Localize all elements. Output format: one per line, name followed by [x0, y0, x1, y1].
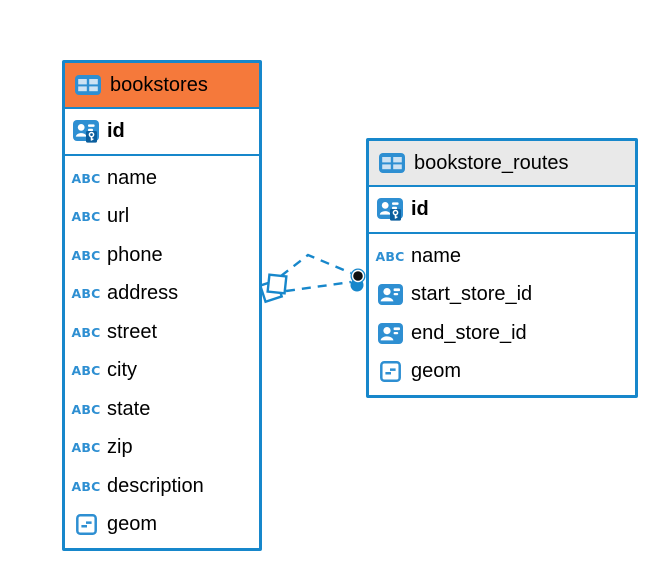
table-title: bookstore_routes [414, 151, 569, 174]
table-bookstores-header[interactable]: bookstores [65, 63, 259, 109]
field-row-end_store_id[interactable]: end_store_id [369, 314, 635, 353]
field-label: street [107, 320, 158, 343]
text-icon: ABC [71, 324, 101, 340]
circles-connector[interactable] [350, 268, 366, 292]
field-row-start_store_id[interactable]: start_store_id [369, 276, 635, 315]
text-icon: ABC [71, 478, 101, 494]
field-row-url[interactable]: ABC url [65, 198, 259, 237]
field-row-city[interactable]: ABC city [65, 352, 259, 391]
text-icon: ABC [375, 248, 405, 264]
text-icon: ABC [71, 440, 101, 456]
field-label: phone [107, 243, 163, 266]
field-label: state [107, 397, 151, 420]
field-label: city [107, 359, 137, 382]
field-label: url [107, 205, 130, 228]
text-icon: ABC [71, 363, 101, 379]
text-icon: ABC [71, 170, 101, 186]
fk-icon [377, 284, 403, 306]
primary-key-label: id [411, 198, 429, 220]
geometry-icon [377, 361, 403, 383]
field-label: description [107, 474, 204, 497]
field-row-zip[interactable]: ABC zip [65, 429, 259, 468]
field-row-description[interactable]: ABC description [65, 467, 259, 506]
field-label: address [107, 282, 179, 305]
field-list: ABC name start_store_id end_store_id geom [369, 234, 635, 395]
field-label: name [411, 244, 462, 267]
text-icon: ABC [71, 286, 101, 302]
field-row-phone[interactable]: ABC phone [65, 236, 259, 275]
table-icon [75, 75, 101, 95]
relationship-line-lower[interactable] [285, 280, 352, 293]
field-row-address[interactable]: ABC address [65, 275, 259, 314]
field-label: geom [107, 513, 158, 536]
table-bookstore-routes-header[interactable]: bookstore_routes [369, 141, 635, 187]
field-row-id[interactable]: id [65, 109, 259, 156]
squares-connector[interactable] [258, 273, 288, 304]
geometry-icon [73, 514, 99, 536]
table-bookstore-routes[interactable]: bookstore_routes id ABC name start_store_… [366, 138, 638, 398]
primary-key-icon [377, 198, 403, 221]
text-icon: ABC [71, 401, 101, 417]
text-icon: ABC [71, 247, 101, 263]
field-row-name[interactable]: ABC name [369, 237, 635, 276]
primary-key-icon [73, 120, 99, 143]
fk-icon [377, 322, 403, 344]
field-label: start_store_id [411, 283, 533, 306]
primary-key-label: id [107, 120, 125, 142]
table-icon [379, 153, 405, 173]
relationship-bookstores-routes[interactable] [258, 253, 366, 304]
field-label: end_store_id [411, 321, 527, 344]
field-row-street[interactable]: ABC street [65, 313, 259, 352]
table-title: bookstores [110, 73, 208, 96]
field-row-state[interactable]: ABC state [65, 390, 259, 429]
field-row-geom[interactable]: geom [369, 353, 635, 392]
field-label: zip [107, 436, 133, 459]
field-row-id[interactable]: id [369, 187, 635, 234]
field-label: name [107, 166, 158, 189]
field-row-geom[interactable]: geom [65, 506, 259, 545]
relationship-line-upper[interactable] [280, 253, 352, 277]
text-icon: ABC [71, 209, 101, 225]
field-label: geom [411, 360, 462, 383]
field-row-name[interactable]: ABC name [65, 159, 259, 198]
